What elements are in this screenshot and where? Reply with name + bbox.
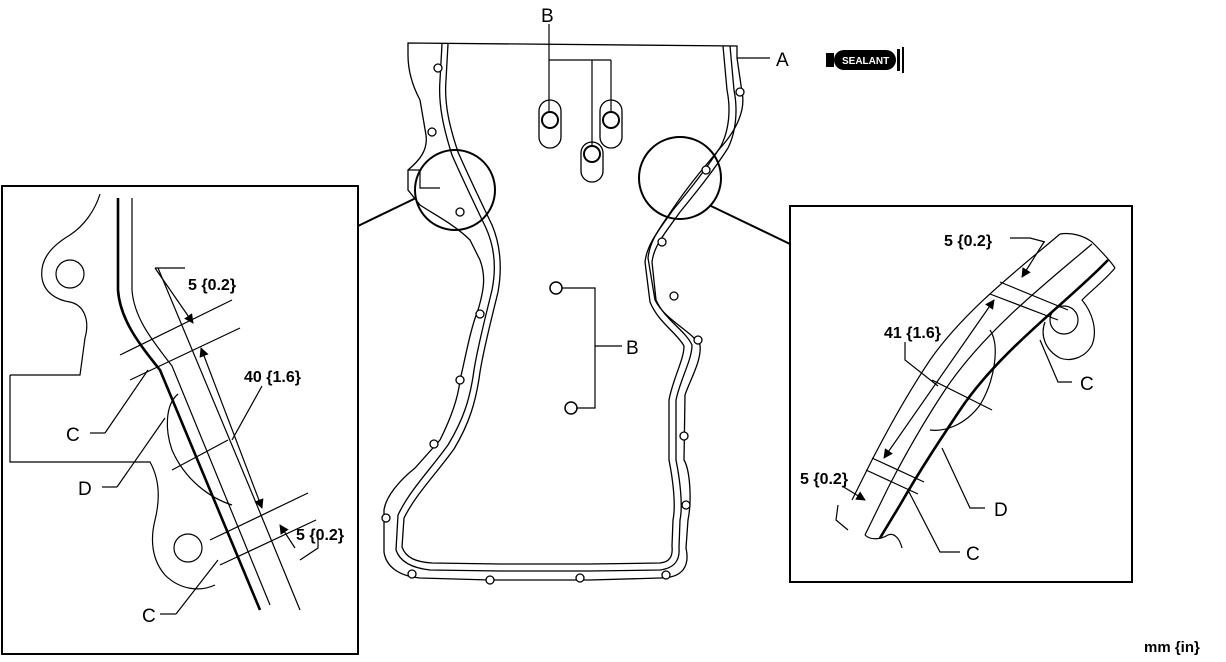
left-detail-circle: [414, 149, 496, 231]
left-dim-bottom: 5 {0.2}: [296, 527, 344, 544]
upper-label-b: B: [541, 6, 554, 27]
lower-label-b: B: [626, 338, 639, 359]
upper-b-leaders: [548, 24, 612, 146]
right-label-c-upper: C: [1080, 374, 1094, 395]
left-detail-box: 5 {0.2} 40 {1.6} 5 {0.2} C D C: [1, 185, 359, 655]
right-dim-top: 5 {0.2}: [944, 233, 992, 250]
label-a: A: [776, 50, 789, 71]
front-cover-outline: [383, 42, 744, 581]
left-label-c-lower: C: [142, 606, 156, 627]
lower-b-leaders: [562, 287, 622, 409]
right-detail-circle: [638, 136, 722, 220]
left-label-d: D: [78, 479, 92, 500]
right-dim-bottom: 5 {0.2}: [800, 471, 848, 488]
left-callout-line: [357, 197, 417, 227]
left-label-c-upper: C: [66, 425, 80, 446]
upper-pin-bosses: [538, 99, 623, 183]
right-detail-box: 5 {0.2} 41 {1.6} 5 {0.2} C D C: [789, 205, 1133, 583]
left-dim-length: 40 {1.6}: [244, 369, 301, 386]
right-dim-length: 41 {1.6}: [884, 325, 941, 342]
right-label-d: D: [994, 500, 1008, 521]
sealant-badge: SEALANT: [826, 47, 904, 73]
right-callout-line: [710, 205, 791, 245]
lower-pins: [549, 281, 578, 415]
sealant-text: SEALANT: [842, 56, 889, 67]
bolt-holes: [381, 63, 745, 585]
unit-note: mm {in}: [1144, 639, 1200, 656]
left-tab: [408, 169, 440, 189]
left-dim-top: 5 {0.2}: [188, 277, 236, 294]
right-label-c-lower: C: [966, 544, 980, 565]
